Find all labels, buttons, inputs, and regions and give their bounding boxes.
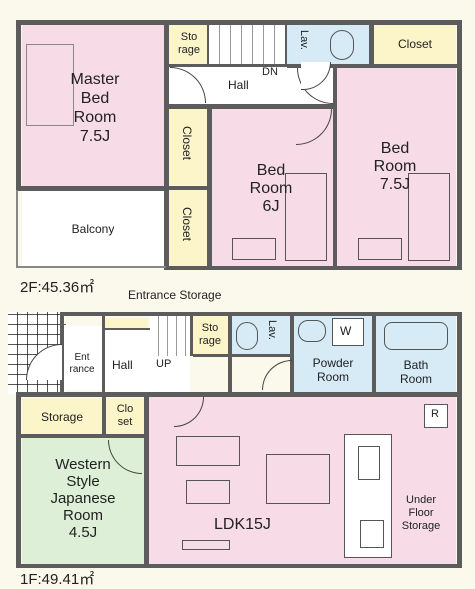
- closet-b-2f: [169, 190, 207, 266]
- stairs-up-label: UP: [156, 358, 172, 370]
- master-bedroom-label: Master Bed Room 7.5J: [70, 71, 120, 145]
- storage-small-1f: [192, 316, 228, 354]
- hall-2f-label: Hall: [228, 78, 249, 92]
- r-mark: R: [431, 408, 439, 420]
- door-powder-room[interactable]: [262, 360, 292, 390]
- underfloor-storage-label: Under Floor Storage: [401, 494, 441, 532]
- coffee-table: [186, 480, 230, 504]
- washer-label: W: [340, 324, 352, 338]
- closet-a-label: Closet: [180, 126, 194, 161]
- lavatory-1f-label: Lav.: [266, 320, 278, 340]
- sofa: [176, 436, 240, 466]
- entrance: [62, 326, 102, 390]
- kitchen-counter: [344, 434, 392, 558]
- entrance-storage: [104, 318, 148, 330]
- master-bedroom: [22, 24, 164, 186]
- bathtub: [384, 322, 448, 350]
- toilet-2f: [330, 30, 354, 60]
- refrigerator-box: [424, 404, 448, 428]
- dining-table: [266, 454, 330, 504]
- sink: [358, 446, 380, 480]
- bath-room-label: Bath Room: [399, 358, 432, 386]
- washbasin: [298, 320, 326, 342]
- balcony: [22, 191, 164, 268]
- balcony-label: Balcony: [71, 222, 115, 236]
- lavatory-2f: [287, 24, 369, 64]
- closet-a-2f: [169, 109, 207, 185]
- storage-1f: [22, 398, 102, 434]
- floor2-area: 2F:45.36㎡: [20, 279, 95, 296]
- hall-1f-label: Hall: [112, 358, 133, 372]
- closet-b-label: Closet: [180, 207, 194, 242]
- entrance-storage-label: Entrance Storage: [128, 288, 222, 302]
- stairs-down-label: DN: [262, 66, 278, 78]
- bed-master: [26, 44, 74, 126]
- storage-small-1f-label: Sto rage: [198, 322, 222, 347]
- stairs-1f: [150, 316, 190, 356]
- stove: [360, 520, 384, 548]
- closet-1f: [106, 398, 144, 434]
- floor1-area: 1F:49.41㎡: [20, 571, 95, 588]
- closet-1f-label: Clo set: [116, 403, 134, 428]
- toilet-1f: [236, 322, 258, 350]
- stairs-2f: [209, 24, 285, 66]
- closet-top-label: Closet: [397, 37, 432, 51]
- closet-top-2f: [374, 24, 456, 64]
- desk-75j: [358, 238, 402, 260]
- bed-75j: [408, 173, 450, 261]
- tv-board: [182, 540, 230, 550]
- storage-2f: [169, 24, 207, 64]
- powder-room-label: Powder Room: [312, 356, 354, 384]
- storage-1f-label: Storage: [40, 410, 84, 424]
- bedroom-75j: [337, 68, 456, 266]
- bedroom-75j-label: Bed Room 7.5J: [373, 140, 417, 193]
- ldk-label: LDK15J: [214, 516, 271, 533]
- entrance-label: Ent rance: [69, 352, 95, 375]
- lavatory-2f-label: Lav.: [298, 30, 310, 50]
- washer-box: [332, 318, 364, 346]
- bed-6j: [285, 173, 327, 261]
- japanese-room-label: Western Style Japanese Room 4.5J: [50, 456, 116, 541]
- desk-6j: [232, 238, 276, 260]
- storage-2f-label: Sto rage: [177, 31, 201, 56]
- bedroom-6j-label: Bed Room 6J: [249, 162, 293, 215]
